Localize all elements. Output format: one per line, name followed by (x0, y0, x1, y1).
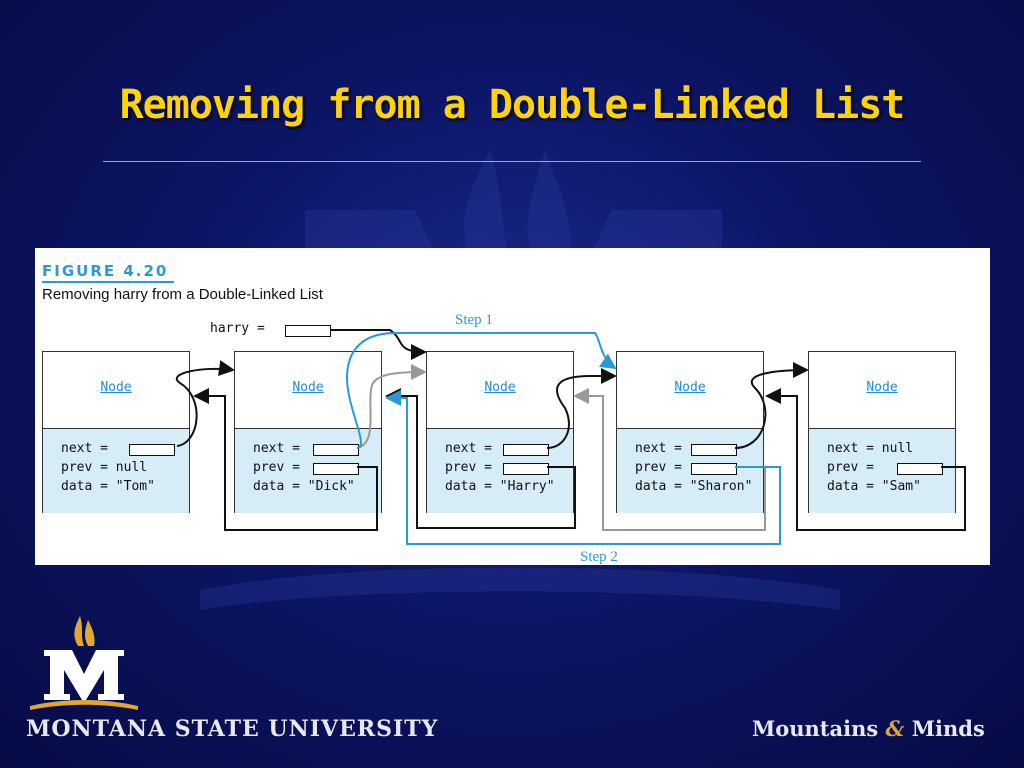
arrow-step1 (345, 332, 617, 449)
prev-field: prev = null (61, 460, 148, 475)
prev-field: prev = (445, 460, 492, 475)
tagline-minds: Minds (904, 716, 985, 741)
next-field: next = (61, 441, 108, 456)
arrow-dick-prev (193, 388, 378, 531)
figure-caption: Removing harry from a Double-Linked List (42, 286, 323, 303)
figure-label: FIGURE 4.20 (42, 262, 169, 280)
node-type-label: Node (674, 380, 706, 395)
next-field: next = (253, 441, 300, 456)
node-tom: Node next = prev = null data = "Tom" (42, 351, 190, 513)
arrow-sam-prev (765, 388, 966, 531)
figure-label-underline (42, 281, 174, 283)
arrow-harry-prev (385, 388, 576, 529)
node-sharon: Node next = prev = data = "Sharon" (616, 351, 764, 513)
prev-pointer-box (503, 463, 549, 475)
pointer-arrows (176, 329, 966, 545)
prev-pointer-box (313, 463, 359, 475)
arrow-harry-ref (331, 329, 427, 360)
node-type-label: Node (100, 380, 132, 395)
next-pointer-box (129, 444, 175, 456)
prev-pointer-box (691, 463, 737, 475)
data-field: data = "Tom" (61, 479, 155, 494)
title-divider (103, 161, 921, 162)
next-pointer-box (503, 444, 549, 456)
next-field: next = (635, 441, 682, 456)
next-pointer-box (313, 444, 359, 456)
arrow-sharon-next (734, 362, 809, 449)
harry-variable-label: harry = (210, 321, 265, 336)
data-field: data = "Dick" (253, 479, 355, 494)
data-field: data = "Sharon" (635, 479, 753, 494)
prev-pointer-box (897, 463, 943, 475)
step2-label: Step 2 (580, 549, 618, 565)
step1-label: Step 1 (455, 312, 493, 328)
arrow-harry-next (546, 368, 617, 449)
next-field: next = (445, 441, 492, 456)
prev-field: prev = (635, 460, 682, 475)
arrow-sharon-prev-old (573, 388, 766, 531)
university-name: MONTANA STATE UNIVERSITY (26, 716, 439, 742)
msu-logo (30, 616, 138, 710)
slide-title: Removing from a Double-Linked List (119, 82, 906, 128)
node-type-label: Node (484, 380, 516, 395)
node-sam: Node next = null prev = data = "Sam" (808, 351, 956, 513)
data-field: data = "Sam" (827, 479, 921, 494)
arrow-step2 (385, 390, 781, 545)
prev-field: prev = (253, 460, 300, 475)
figure-panel: FIGURE 4.20 Removing harry from a Double… (35, 248, 990, 565)
node-type-label: Node (292, 380, 324, 395)
tagline-mountains: Mountains (752, 716, 886, 741)
tagline: Mountains & Minds (752, 716, 985, 741)
node-type-label: Node (866, 380, 898, 395)
tagline-ampersand: & (885, 716, 905, 741)
harry-pointer-box (285, 325, 331, 337)
node-harry: Node next = prev = data = "Harry" (426, 351, 574, 513)
next-pointer-box (691, 444, 737, 456)
next-field: next = null (827, 441, 914, 456)
prev-field: prev = (827, 460, 874, 475)
arrow-dick-next-old (356, 364, 427, 449)
node-dick: Node next = prev = data = "Dick" (234, 351, 382, 513)
data-field: data = "Harry" (445, 479, 555, 494)
arrow-tom-next (176, 360, 235, 447)
